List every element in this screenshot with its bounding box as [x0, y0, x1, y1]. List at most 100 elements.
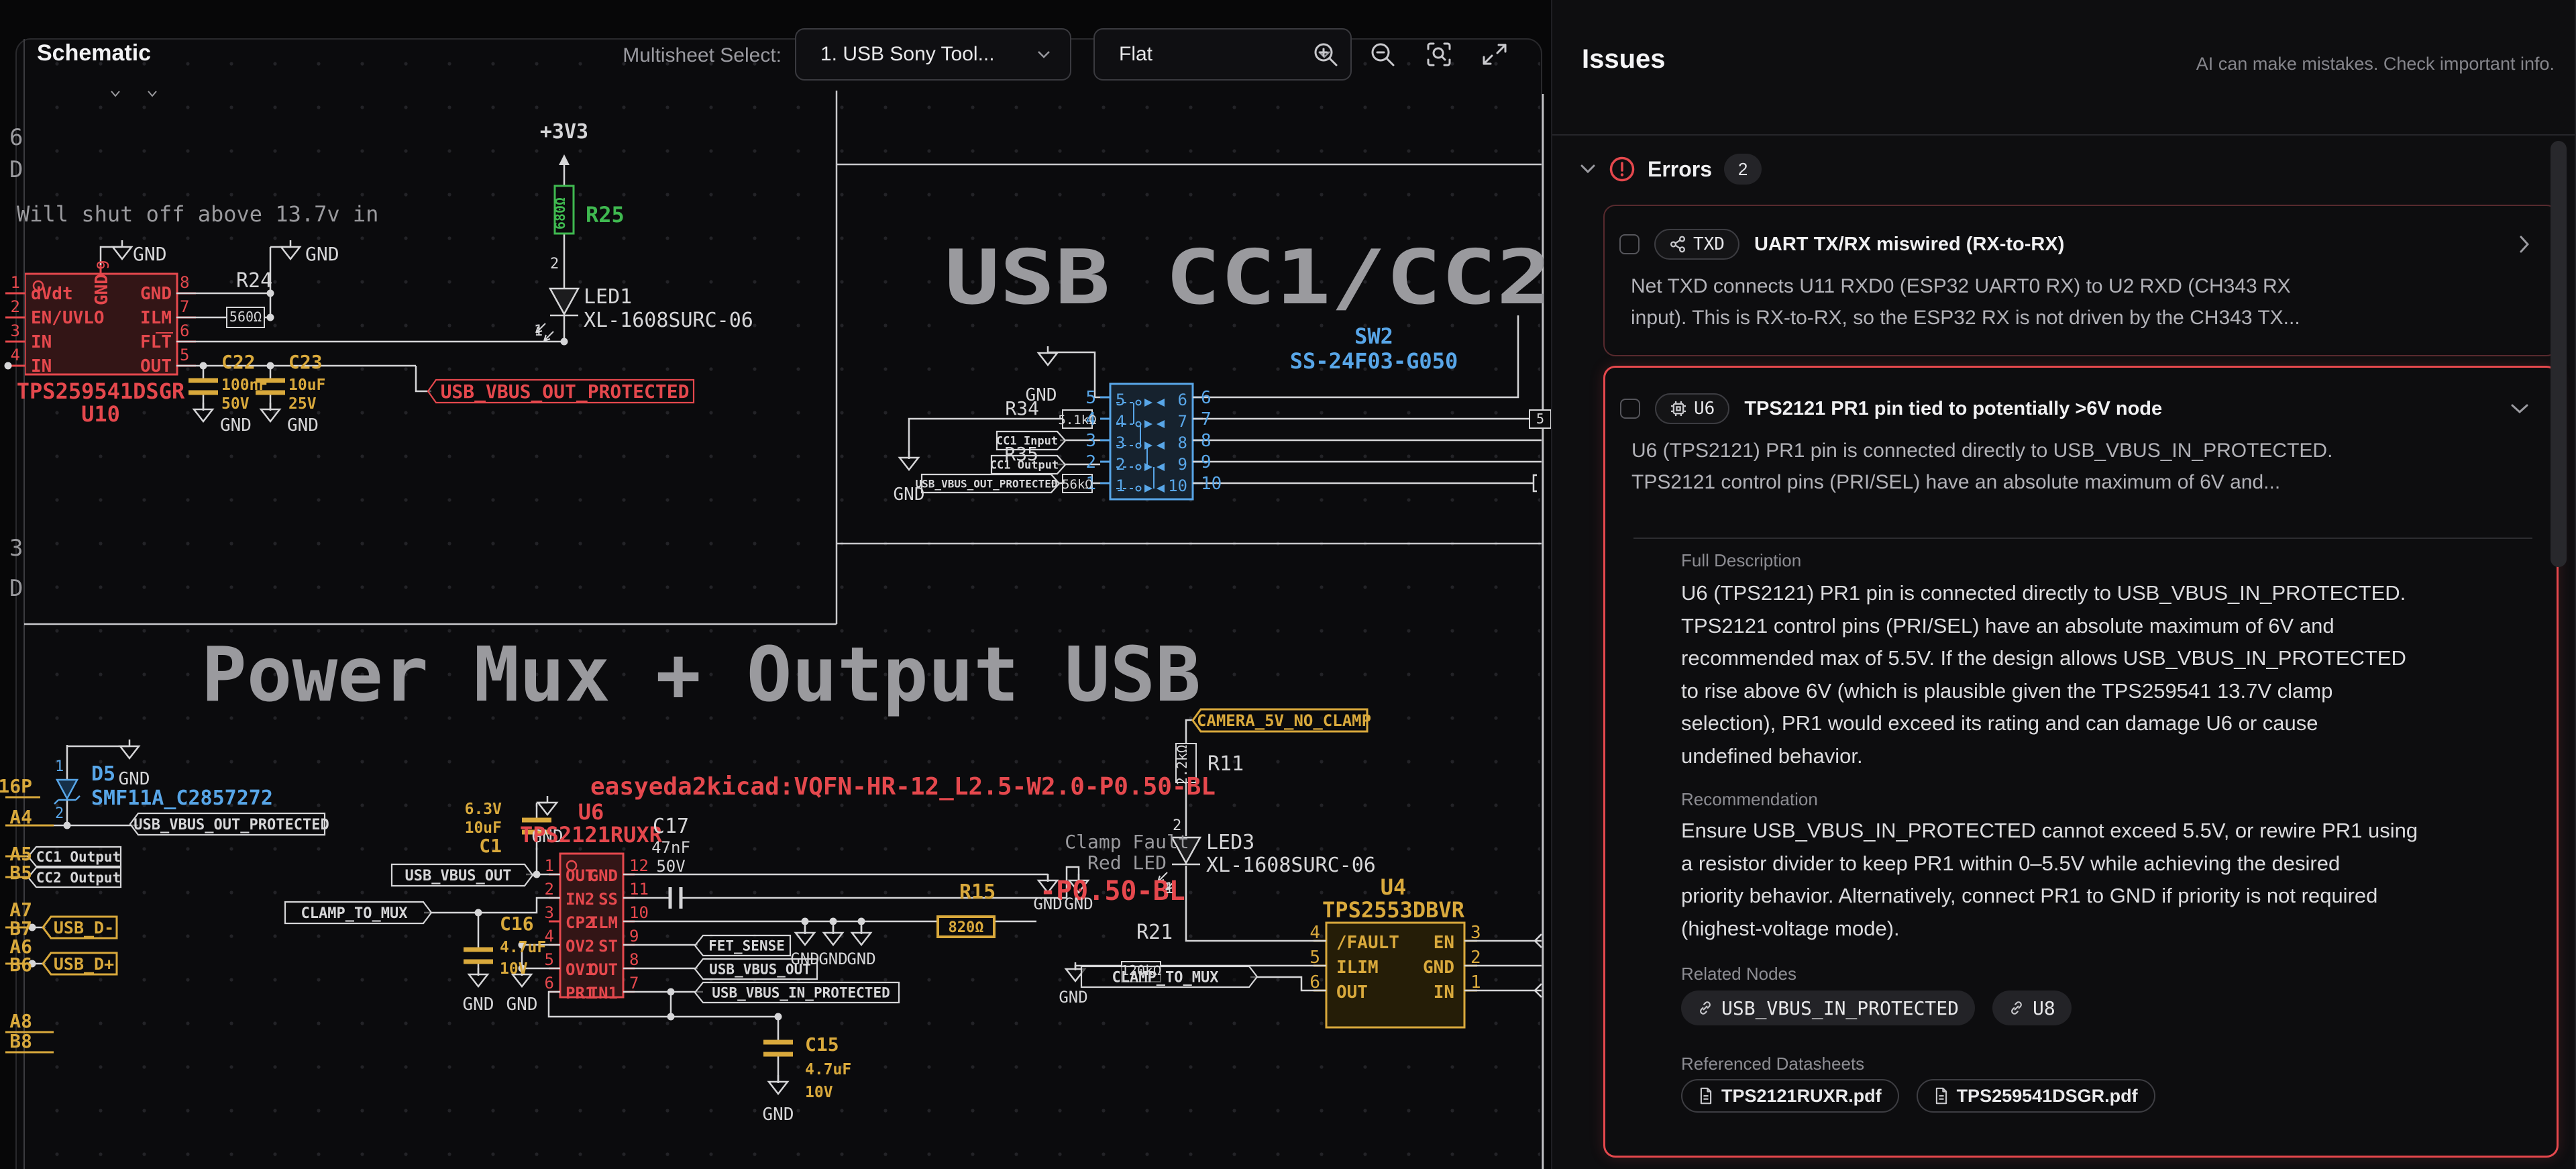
- net-label-box[interactable]: [1080, 965, 1258, 988]
- gnd-symbol: [467, 968, 490, 988]
- schematic-text: GND: [287, 415, 319, 436]
- alert-circle-icon: [1609, 156, 1635, 182]
- gnd-symbol: [898, 451, 920, 472]
- schematic-text: R25: [586, 202, 625, 227]
- related-nodes-row: USB_VBUS_IN_PROTECTED U8: [1681, 990, 2072, 1025]
- wire: [1193, 315, 1519, 399]
- schematic-text: 5: [1116, 391, 1125, 409]
- datasheet-name: TPS259541DSGR.pdf: [1956, 1085, 2138, 1106]
- switch-arrow: [1144, 485, 1152, 493]
- schematic-text: A5: [9, 843, 32, 865]
- schematic-text: FLT: [140, 332, 172, 352]
- net-label-box[interactable]: [920, 473, 1061, 494]
- schematic-text: 2: [55, 805, 64, 822]
- net-label-box[interactable]: [990, 454, 1067, 475]
- schematic-text: Clamp Fault: [1065, 831, 1189, 853]
- schematic-text: 2: [550, 256, 559, 272]
- net-label-box[interactable]: [284, 901, 433, 925]
- junction-dot: [857, 917, 865, 925]
- power-arrow: [559, 154, 570, 165]
- datasheet-chip[interactable]: TPS259541DSGR.pdf: [1916, 1079, 2155, 1113]
- component-body[interactable]: [23, 272, 178, 376]
- net-label-box[interactable]: [27, 846, 122, 868]
- net-label-box[interactable]: [1191, 708, 1368, 733]
- net-label-box[interactable]: [27, 866, 122, 888]
- gnd-symbol: [767, 1075, 790, 1096]
- schematic-text: C15: [805, 1033, 839, 1056]
- issue-card-tps2121[interactable]: U6 TPS2121 PR1 pin tied to potentially >…: [1603, 366, 2559, 1158]
- resistor-box[interactable]: [226, 307, 265, 328]
- issue-preview: U6 (TPS2121) PR1 pin is connected direct…: [1631, 440, 2333, 493]
- chevron-down-icon[interactable]: [2510, 403, 2530, 415]
- panel-scrollbar[interactable]: [2551, 141, 2567, 567]
- component-badge[interactable]: U6: [1655, 393, 1730, 424]
- zoom-out-icon: [1371, 43, 1395, 66]
- net-badge[interactable]: TXD: [1654, 229, 1739, 260]
- resistor-box[interactable]: [936, 915, 996, 938]
- net-label-text: USB_VBUS_OUT: [405, 868, 512, 884]
- zoom-in-button[interactable]: [1310, 39, 1341, 70]
- schematic-text: GND: [1423, 958, 1454, 978]
- errors-group-header[interactable]: Errors 2: [1579, 150, 1762, 188]
- schematic-text: SS: [598, 890, 618, 909]
- switch-contact: [1135, 485, 1142, 492]
- issue-checkbox[interactable]: [1619, 234, 1640, 254]
- schematic-text: 5: [1536, 411, 1544, 427]
- net-label-box[interactable]: [996, 430, 1067, 451]
- schematic-text: 560Ω: [229, 309, 262, 325]
- resistor-box[interactable]: [553, 185, 575, 235]
- zener-diode-symbol[interactable]: [55, 778, 79, 801]
- schematic-text: GND: [894, 485, 925, 505]
- gnd-symbol: [1036, 346, 1059, 367]
- component-body[interactable]: [559, 852, 625, 999]
- related-node-pill[interactable]: USB_VBUS_IN_PROTECTED: [1681, 990, 1976, 1025]
- schematic-text: IN1: [589, 984, 618, 1003]
- switch-arrow: [1157, 442, 1165, 450]
- net-label-box[interactable]: [42, 952, 118, 976]
- net-label-box[interactable]: [694, 958, 818, 980]
- issue-card-uart[interactable]: TXD UART TX/RX miswired (RX-to-RX) Net T…: [1603, 205, 2559, 356]
- gnd-symbol: [1036, 874, 1059, 895]
- component-body[interactable]: [1325, 921, 1466, 1029]
- link-icon: [2011, 1001, 2022, 1015]
- datasheet-chip[interactable]: TPS2121RUXR.pdf: [1681, 1079, 1899, 1113]
- chevron-right-icon[interactable]: [2518, 234, 2530, 254]
- resistor-box[interactable]: [1062, 474, 1093, 493]
- schematic-text: B8: [9, 1030, 32, 1052]
- related-node-pill[interactable]: U8: [1992, 990, 2072, 1025]
- resistor-box[interactable]: [1529, 409, 1551, 429]
- schematic-text: GND: [763, 1105, 794, 1125]
- multisheet-select[interactable]: 1. USB Sony Tool...: [795, 28, 1071, 81]
- net-label-box[interactable]: [129, 812, 326, 836]
- view-mode-select[interactable]: Flat: [1093, 28, 1352, 81]
- schematic-text: 50V: [221, 395, 250, 413]
- schematic-text: 4: [1085, 409, 1096, 429]
- schematic-text: 9: [1201, 452, 1212, 472]
- schematic-text: IN: [1434, 982, 1454, 1003]
- schematic-text: R21: [1136, 921, 1173, 944]
- gnd-symbol: [192, 403, 215, 423]
- full-description-label: Full Description: [1681, 550, 1802, 570]
- resistor-box[interactable]: [1175, 743, 1197, 783]
- zoom-out-button[interactable]: [1367, 39, 1398, 70]
- schematic-text: Will shut off above 13.7v in: [17, 201, 378, 227]
- led-emission-arrows: [1157, 872, 1176, 891]
- focus-search-button[interactable]: [1424, 39, 1454, 70]
- junction-dot: [801, 917, 809, 925]
- schematic-text: 10: [1201, 474, 1222, 494]
- net-label-text: CC1 Output: [990, 459, 1059, 472]
- net-label-box[interactable]: [427, 378, 695, 404]
- issue-checkbox[interactable]: [1620, 399, 1640, 419]
- resistor-box[interactable]: [1062, 409, 1093, 429]
- net-label-box[interactable]: [694, 981, 900, 1004]
- net-label-box[interactable]: [390, 863, 534, 887]
- schematic-text: /FAULT: [1336, 933, 1399, 953]
- net-label-box[interactable]: [42, 915, 118, 939]
- switch-arrow: [1157, 399, 1165, 407]
- schematic-text: TPS259541DSGR: [17, 378, 185, 404]
- fullscreen-button[interactable]: [1479, 39, 1510, 70]
- schematic-text: ILM: [140, 308, 172, 328]
- net-label-box[interactable]: [694, 934, 792, 957]
